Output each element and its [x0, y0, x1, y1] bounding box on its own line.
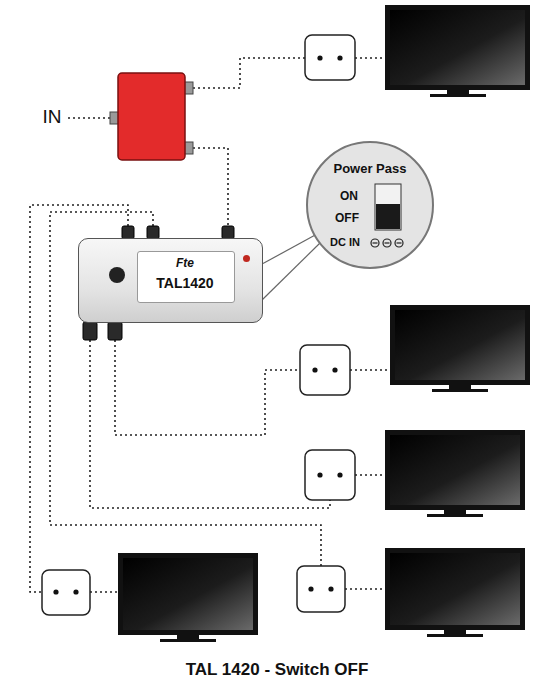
switch-slot [375, 184, 401, 230]
node-text: DC IN [330, 236, 360, 249]
amplifier-box: FteTAL1420 [78, 238, 263, 323]
callout-circle: Power PassON OFF DC IN [305, 140, 435, 270]
gain-knob [109, 267, 125, 283]
power-led [243, 255, 250, 262]
polarity-symbol [385, 242, 390, 243]
node-text: TAL1420 [156, 275, 213, 291]
wall-sockets [42, 35, 355, 615]
node-text: Fte [176, 257, 194, 271]
callout-circle [307, 142, 433, 268]
polarity-symbol [383, 239, 391, 247]
polarity-symbol [371, 239, 379, 247]
switch-knob [376, 204, 400, 229]
polarity-symbol [373, 242, 378, 243]
polarity-symbol [397, 242, 402, 243]
callout-outline [305, 140, 435, 270]
caption: TAL 1420 - Switch OFF [186, 660, 369, 680]
leader-line [263, 235, 315, 263]
leader-line [262, 243, 320, 300]
televisions [118, 5, 530, 642]
coax-wires [30, 58, 390, 592]
node-text: Power Pass [334, 162, 407, 177]
socket-holes [53, 55, 342, 594]
polarity-symbol [395, 239, 403, 247]
splitter [110, 73, 193, 160]
input-label: IN [43, 106, 62, 128]
node-text: ON [340, 190, 358, 204]
node-text: OFF [335, 212, 359, 226]
